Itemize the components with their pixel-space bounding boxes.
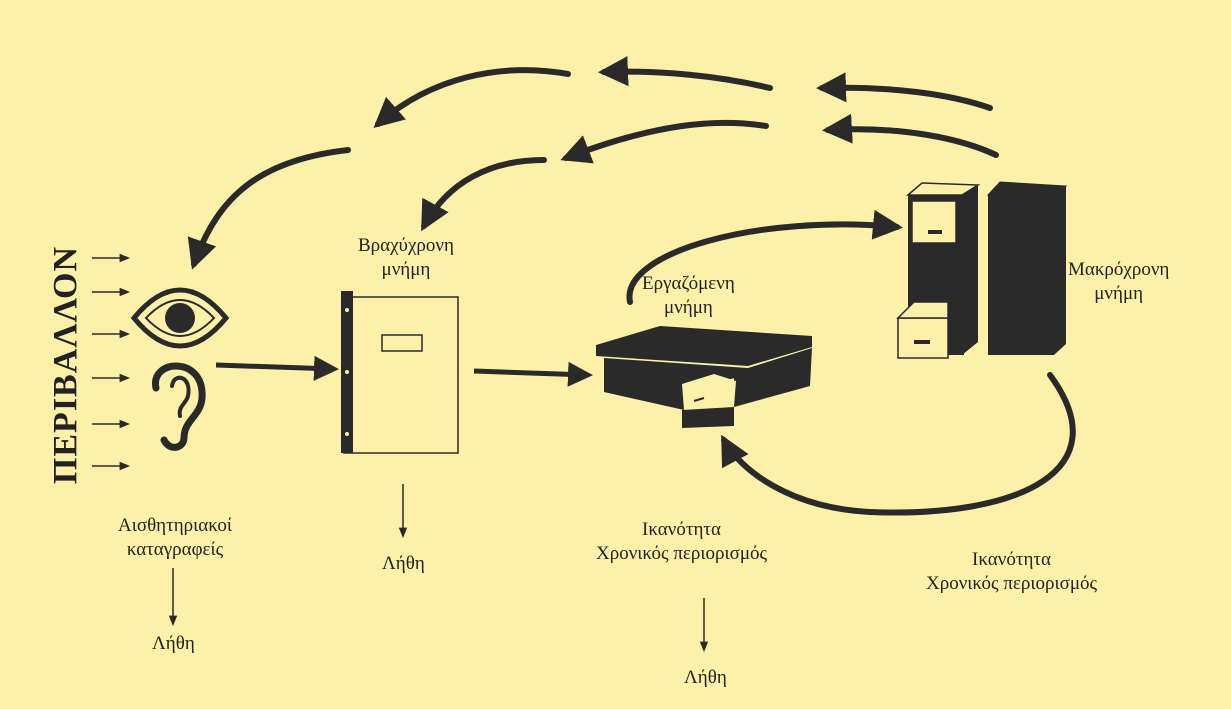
feedback-arrow-top [598,56,773,91]
ear-icon [152,362,206,451]
short-term-label-line2: μνήμη [381,259,431,280]
sensory-registers-label: Αισθητηριακοί καταγραφείς [118,514,232,562]
feedback-arrow-to-short-term [421,157,547,232]
arrow-long-term-to-working [721,372,1076,516]
long-term-capacity-label: Ικανότητα Χρονικός περιορισμός [926,548,1097,596]
notebook-icon [341,291,459,454]
short-term-memory-label: Βραχύχρονη μνήμη [358,234,454,282]
filing-cabinet-icon [896,182,981,359]
sensory-label-line1: Αισθητηριακοί [118,515,232,536]
feedback-arrow-top [373,67,571,128]
feedback-arrow-to-sensory [187,147,351,270]
working-forgetting-label: Λήθη [684,667,727,688]
arrow-short-term-to-working [473,361,593,387]
working-time-limit: Χρονικός περιορισμός [596,543,768,564]
working-label-line1: Εργαζόμενη [642,273,735,294]
sensory-label-line2: καταγραφείς [126,539,224,560]
short-term-forgetting-label: Λήθη [382,553,425,574]
long-term-capacity: Ικανότητα [972,549,1051,570]
environment-input-arrows [92,253,131,471]
working-memory-label: Εργαζόμενη μνήμη [642,272,735,320]
arrow-sensory-to-short-term [215,355,339,381]
eye-icon [130,287,230,349]
sensory-forgetting-label: Λήθη [152,633,195,654]
filing-cabinet-icon [986,181,1068,355]
arrow-working-to-long-term [626,209,903,305]
long-term-label-line2: μνήμη [1094,283,1144,304]
desk-icon [596,326,812,428]
feedback-arrow-long-term [822,113,999,158]
working-capacity: Ικανότητα [642,519,721,540]
working-capacity-label: Ικανότητα Χρονικός περιορισμός [596,518,767,566]
long-term-time-limit: Χρονικός περιορισμός [926,573,1098,594]
environment-label: ΠΕΡΙΒΑΛΛΟΝ [47,245,84,485]
short-term-label-line1: Βραχύχρονη [358,235,454,256]
feedback-arrow-long-term [816,72,993,111]
long-term-memory-label: Μακρόχρονη μνήμη [1068,258,1169,306]
long-term-label-line1: Μακρόχρονη [1068,259,1170,280]
working-label-line2: μνήμη [663,297,713,318]
feedback-arrow-middle [560,119,769,164]
